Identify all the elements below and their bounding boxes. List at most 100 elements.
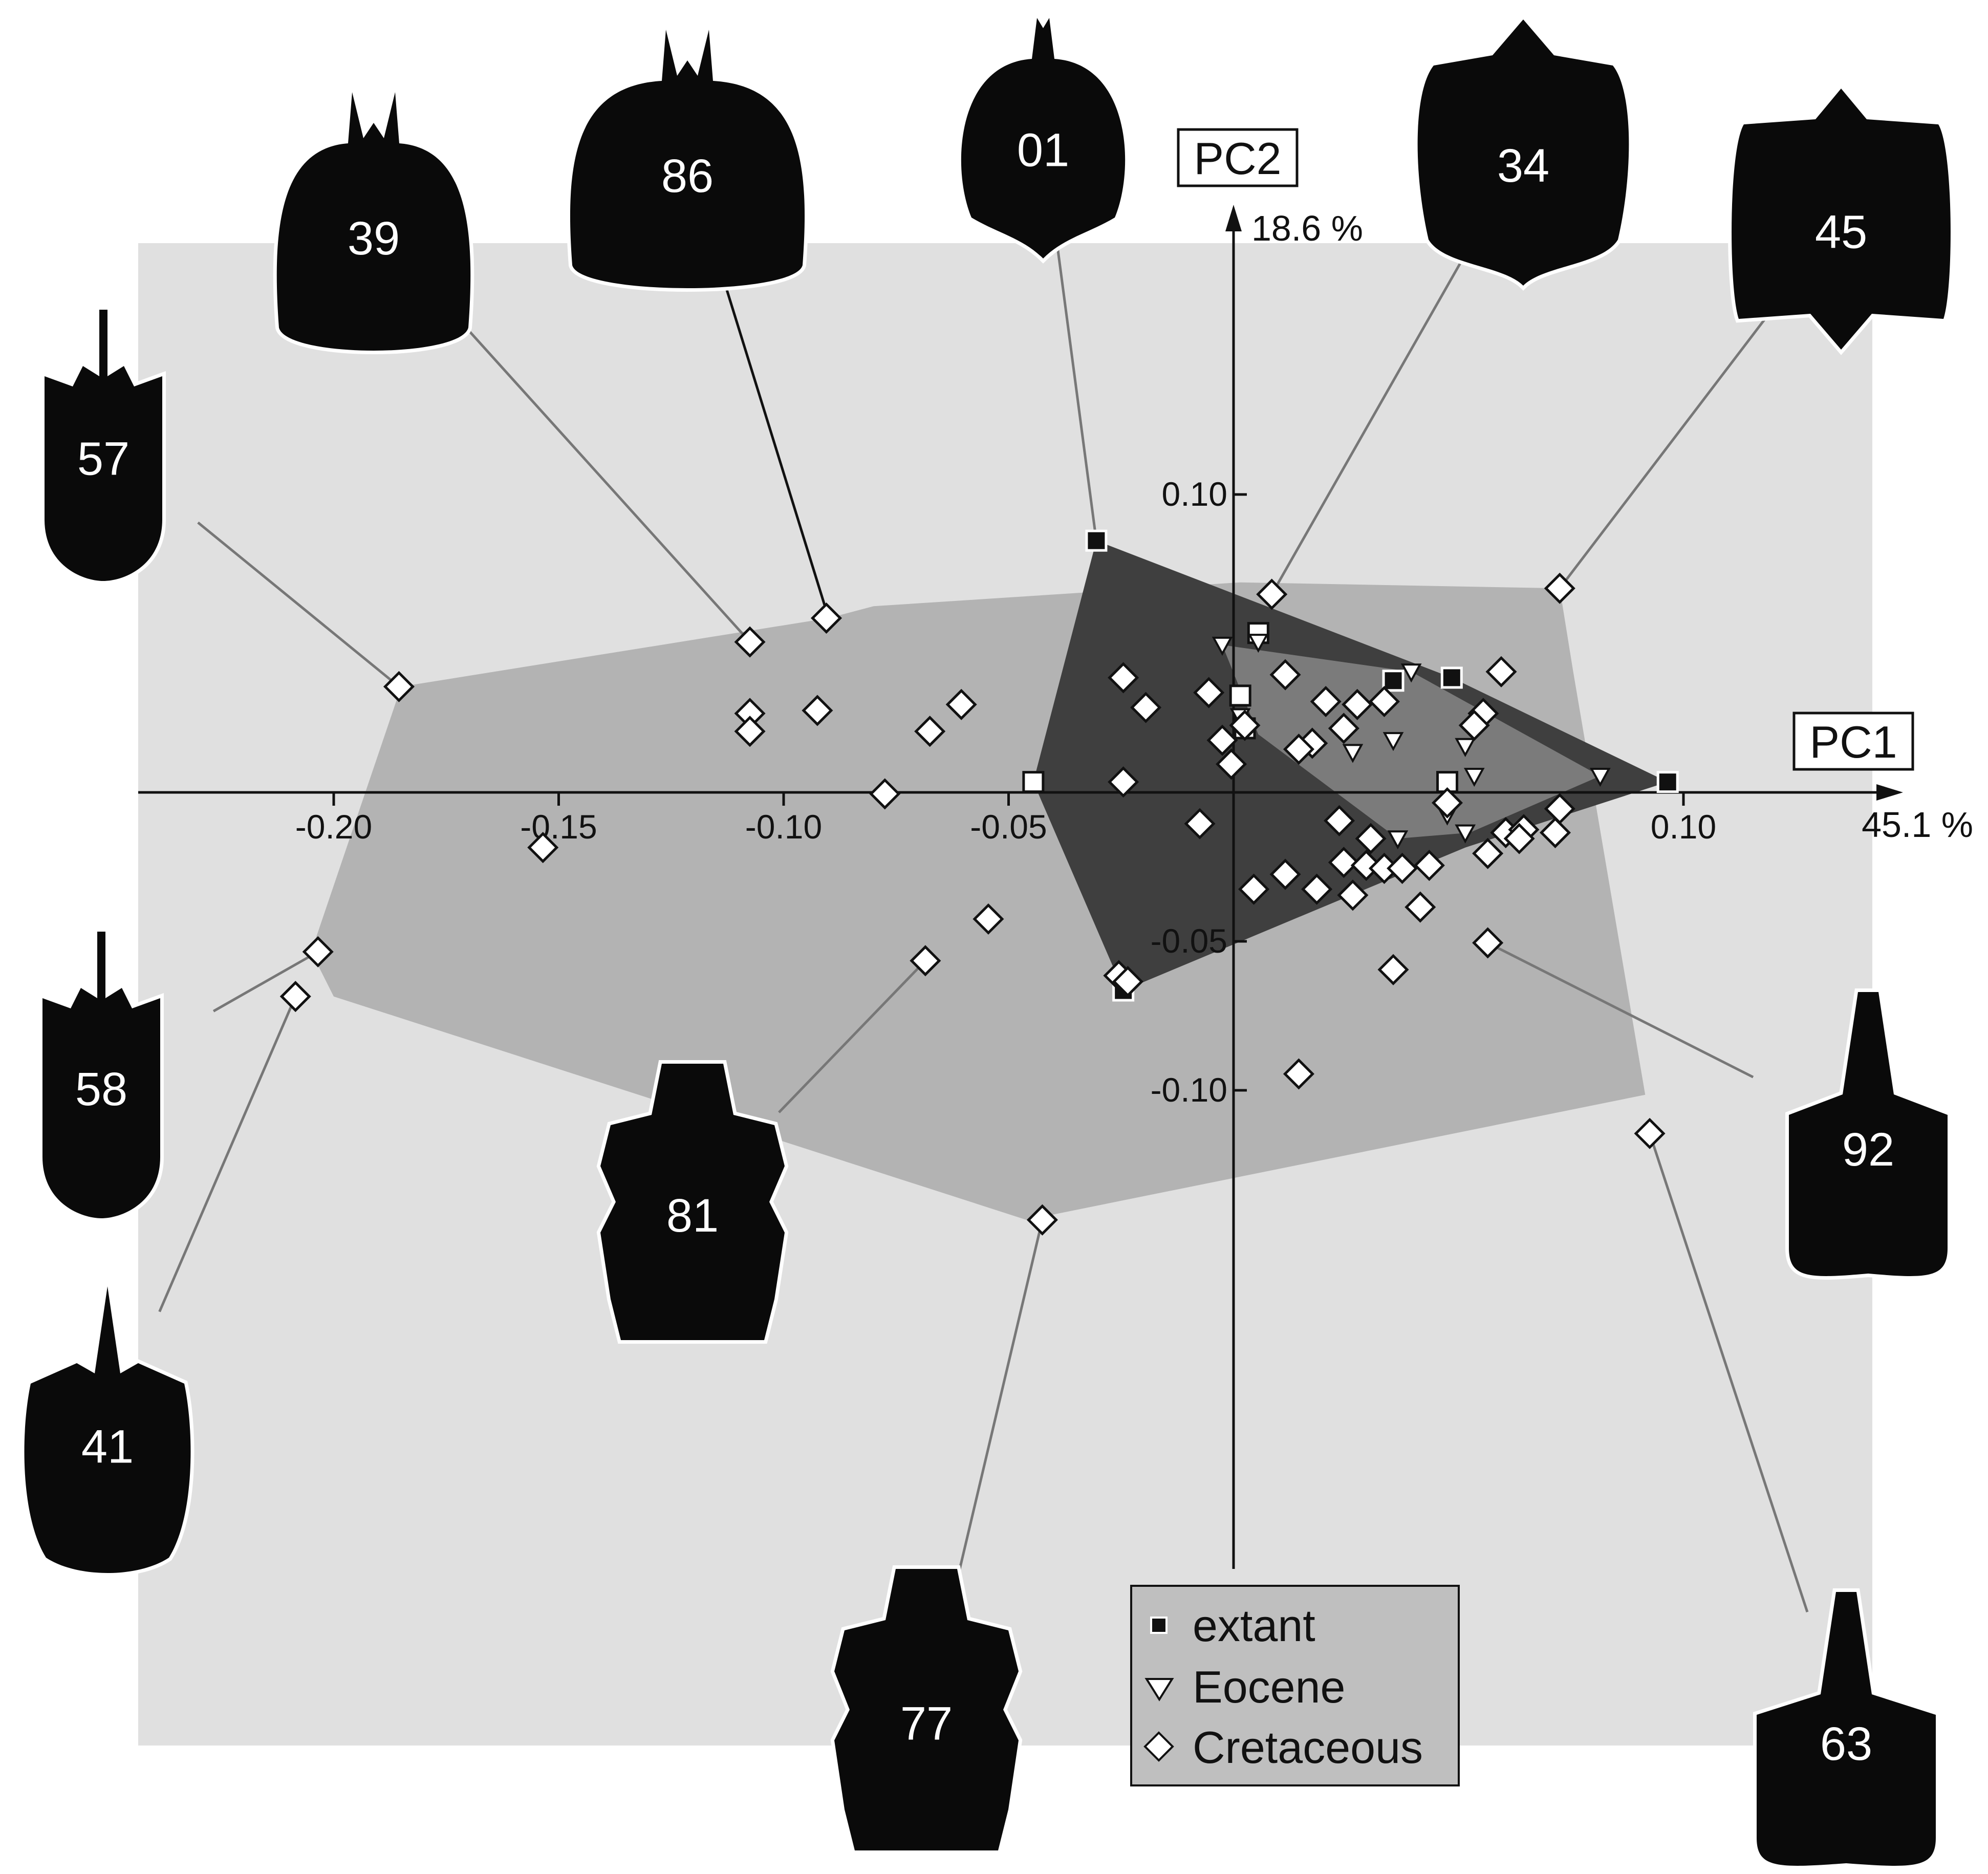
pronotum-outline-01 bbox=[957, 7, 1129, 264]
point-cretaceous bbox=[1328, 847, 1359, 878]
x-axis-title: PC1 bbox=[1809, 717, 1897, 767]
x-axis-arrowhead bbox=[1876, 784, 1903, 801]
point-cretaceous bbox=[1026, 1204, 1058, 1236]
point-eocene bbox=[1382, 732, 1404, 751]
pronotum-outline-34 bbox=[1414, 14, 1633, 291]
point-cretaceous bbox=[1503, 823, 1535, 854]
point-cretaceous bbox=[734, 716, 766, 747]
legend-cretaceous-marker bbox=[1143, 1731, 1174, 1762]
x-tick-label: -0.10 bbox=[745, 808, 822, 846]
point-cretaceous bbox=[1324, 805, 1355, 836]
point-cretaceous bbox=[1193, 677, 1225, 708]
outline-number-45: 45 bbox=[1815, 206, 1867, 259]
point-cretaceous bbox=[1404, 891, 1436, 923]
point-cretaceous bbox=[1301, 873, 1333, 905]
point-cretaceous bbox=[1184, 808, 1216, 839]
legend-extant-marker bbox=[1150, 1617, 1168, 1634]
outline-number-77: 77 bbox=[900, 1698, 953, 1750]
point-cretaceous bbox=[1269, 659, 1301, 691]
leader-line-92 bbox=[1487, 941, 1754, 1079]
point-cretaceous bbox=[1544, 572, 1575, 604]
x-axis-variance: 45.1 % bbox=[1862, 805, 1973, 845]
outline-number-01: 01 bbox=[1017, 124, 1069, 177]
outline-number-41: 41 bbox=[81, 1421, 134, 1473]
y-axis-title: PC2 bbox=[1194, 133, 1281, 184]
pronotum-outline-63 bbox=[1753, 1588, 1939, 1869]
point-eocene bbox=[1400, 663, 1422, 683]
leader-line-41 bbox=[158, 996, 297, 1312]
point-cretaceous bbox=[1108, 766, 1139, 798]
outline-number-58: 58 bbox=[75, 1063, 127, 1115]
x-tick-label: -0.15 bbox=[520, 808, 597, 846]
point-extant bbox=[1022, 771, 1045, 793]
point-cretaceous bbox=[1269, 858, 1301, 890]
point-eocene bbox=[1212, 636, 1233, 656]
point-cretaceous bbox=[1458, 709, 1490, 741]
point-eocene bbox=[1590, 767, 1611, 787]
point-cretaceous bbox=[810, 602, 842, 634]
point-cretaceous bbox=[1216, 748, 1247, 780]
point-extant bbox=[1382, 670, 1404, 692]
leader-line-34 bbox=[1270, 256, 1465, 595]
pronotum-outline-41 bbox=[20, 1285, 195, 1577]
point-eocene bbox=[1387, 830, 1409, 850]
point-extant bbox=[1656, 771, 1679, 793]
outline-number-92: 92 bbox=[1842, 1124, 1894, 1176]
data-points bbox=[279, 529, 1679, 1236]
point-eocene bbox=[1463, 767, 1485, 787]
point-cretaceous bbox=[945, 688, 977, 720]
point-cretaceous bbox=[383, 671, 415, 702]
leader-line-81 bbox=[778, 960, 926, 1113]
leader-line-63 bbox=[1648, 1133, 1809, 1612]
outline-number-39: 39 bbox=[348, 212, 400, 265]
point-cretaceous bbox=[279, 981, 311, 1013]
leader-line-39 bbox=[452, 313, 751, 643]
outline-number-63: 63 bbox=[1820, 1718, 1872, 1770]
point-eocene bbox=[1455, 824, 1476, 844]
legend: extant Eocene Cretaceous bbox=[1130, 1585, 1460, 1786]
point-cretaceous bbox=[1368, 685, 1400, 718]
point-cretaceous bbox=[1112, 966, 1143, 998]
point-cretaceous bbox=[302, 936, 334, 967]
y-tick-label: -0.05 bbox=[1151, 922, 1227, 960]
x-tick-label: -0.05 bbox=[970, 808, 1047, 846]
outline-number-57: 57 bbox=[77, 433, 129, 485]
legend-eocene-label: Eocene bbox=[1193, 1662, 1345, 1712]
point-cretaceous bbox=[1283, 1058, 1314, 1090]
point-cretaceous bbox=[1377, 954, 1409, 985]
point-cretaceous bbox=[910, 945, 941, 977]
pronotum-outline-39 bbox=[273, 91, 474, 354]
leader-line-77 bbox=[954, 1219, 1044, 1587]
legend-box bbox=[1130, 1585, 1460, 1786]
leader-line-45 bbox=[1559, 311, 1771, 589]
point-cretaceous bbox=[1283, 734, 1314, 765]
legend-extant-label: extant bbox=[1193, 1600, 1315, 1651]
leader-lines bbox=[158, 245, 1809, 1612]
leader-line-57 bbox=[197, 521, 400, 688]
pronotum-outline-45 bbox=[1728, 83, 1954, 355]
y-axis-title-box bbox=[1177, 128, 1299, 187]
point-cretaceous bbox=[1431, 787, 1463, 818]
y-tick-label: -0.10 bbox=[1151, 1071, 1227, 1109]
leader-line-58 bbox=[212, 951, 319, 1013]
x-tick-label: -0.20 bbox=[295, 808, 372, 846]
y-tick-label: 0.10 bbox=[1162, 475, 1227, 513]
y-axis-variance: 18.6 % bbox=[1251, 208, 1363, 248]
point-cretaceous bbox=[1229, 709, 1261, 741]
pronotum-outline-57 bbox=[41, 306, 166, 585]
pronotum-outline-77 bbox=[830, 1565, 1023, 1854]
point-eocene bbox=[1342, 744, 1364, 763]
legend-eocene-marker bbox=[1144, 1678, 1174, 1701]
point-cretaceous bbox=[1310, 685, 1342, 718]
point-eocene bbox=[1455, 738, 1476, 757]
point-extant bbox=[1085, 529, 1108, 552]
point-cretaceous bbox=[973, 903, 1004, 935]
x-axis-title-box bbox=[1792, 712, 1914, 771]
point-cretaceous bbox=[1472, 927, 1504, 959]
point-cretaceous bbox=[1238, 873, 1270, 905]
point-cretaceous bbox=[1413, 850, 1445, 881]
leader-line-01 bbox=[1056, 245, 1098, 541]
